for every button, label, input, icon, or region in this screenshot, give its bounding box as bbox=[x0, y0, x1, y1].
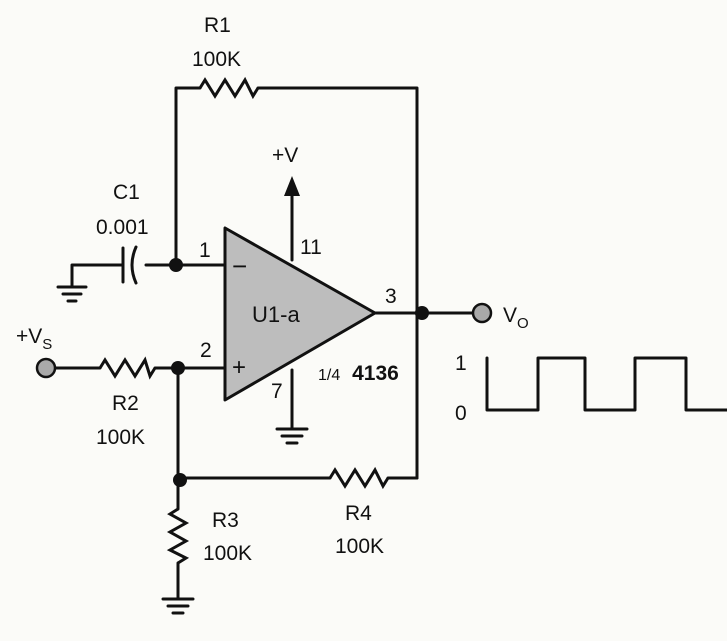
resistor-r2 bbox=[98, 356, 157, 380]
wire-r1-feedback bbox=[174, 86, 419, 480]
junction-output bbox=[415, 306, 429, 320]
square-wave bbox=[485, 356, 727, 412]
resistor-r3 bbox=[166, 507, 190, 565]
input-label-main: +V bbox=[16, 325, 42, 348]
part-number: 4136 bbox=[352, 362, 399, 385]
wave-high-label: 1 bbox=[455, 352, 467, 375]
junction-noninverting bbox=[171, 361, 185, 375]
capacitor-c1 bbox=[121, 245, 138, 285]
c1-value-label: 0.001 bbox=[96, 216, 149, 239]
pin-7-label: 7 bbox=[271, 380, 283, 403]
opamp-part-label: 1/4 4136 bbox=[318, 362, 399, 385]
r4-value-label: 100K bbox=[335, 535, 384, 558]
part-fraction: 1/4 bbox=[318, 367, 340, 384]
input-label-subscript: S bbox=[42, 336, 52, 353]
pin-3-label: 3 bbox=[385, 285, 397, 308]
r1-ref-label: R1 bbox=[204, 14, 231, 37]
ground-symbol-c1 bbox=[56, 285, 88, 303]
junction-inverting bbox=[169, 258, 183, 272]
ground-symbol-pin7 bbox=[275, 427, 309, 445]
resistor-r4 bbox=[328, 466, 390, 490]
wire-c1-ground bbox=[70, 263, 125, 288]
supply-label: +V bbox=[272, 144, 298, 167]
opamp-u1a bbox=[223, 226, 377, 402]
opamp-plus-sign: + bbox=[232, 354, 246, 381]
pin-1-label: 1 bbox=[199, 239, 211, 262]
output-label: VO bbox=[503, 304, 529, 332]
r1-value-label: 100K bbox=[192, 48, 241, 71]
ground-symbol-r3 bbox=[161, 597, 195, 615]
junction-r3-r4 bbox=[173, 473, 187, 487]
r2-value-label: 100K bbox=[96, 426, 145, 449]
output-terminal bbox=[471, 302, 493, 324]
output-label-main: V bbox=[503, 304, 517, 327]
opamp-ref-label: U1-a bbox=[252, 302, 300, 327]
wave-low-label: 0 bbox=[455, 402, 467, 425]
input-terminal bbox=[35, 357, 57, 379]
r4-ref-label: R4 bbox=[345, 502, 372, 525]
pin-2-label: 2 bbox=[200, 339, 212, 362]
resistor-r1 bbox=[198, 76, 260, 100]
r2-ref-label: R2 bbox=[112, 392, 139, 415]
pin-11-label: 11 bbox=[300, 236, 322, 259]
output-label-subscript: O bbox=[517, 315, 529, 332]
input-label: +VS bbox=[16, 325, 52, 353]
r3-value-label: 100K bbox=[203, 542, 252, 565]
r3-ref-label: R3 bbox=[212, 509, 239, 532]
opamp-minus-sign: − bbox=[232, 251, 247, 281]
c1-ref-label: C1 bbox=[113, 181, 140, 204]
supply-arrow-icon bbox=[284, 176, 300, 196]
